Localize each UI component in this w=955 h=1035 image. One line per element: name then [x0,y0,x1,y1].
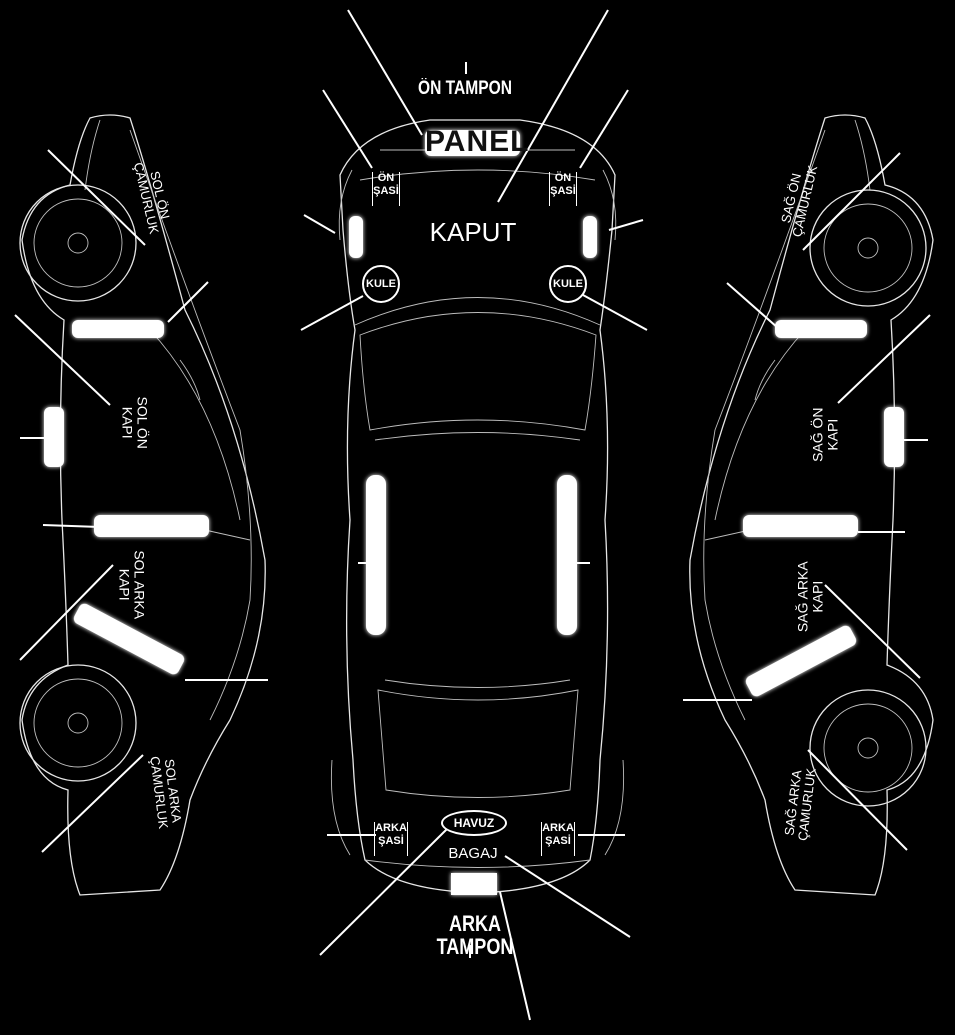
marker-sag-orta-direk [743,515,858,537]
marker-sol-on-ic-direk [72,320,164,338]
label-on-sasi-right: ÖN ŞASİ [549,172,577,206]
label-kaput: KAPUT [429,217,517,247]
car-left-side-view [19,114,266,896]
marker-left-rocker-top [366,475,386,635]
arka-tampon-marker [451,873,497,895]
label-kule-right: KULE [549,265,587,303]
marker-right-rocker-top [557,475,577,635]
marker-sag-on-ic-direk [775,320,867,338]
label-sag-arka-kapi: SAĞ ARKA KAPI [794,561,825,633]
marker-sag-arka-marspiyel [745,625,857,697]
label-arka-sasi-left: ARKA ŞASİ [374,822,408,856]
label-on-sasi-left: ÖN ŞASİ [372,172,400,206]
label-bagaj: BAGAJ [448,845,498,862]
label-arka-sasi-right: ARKA ŞASİ [541,822,575,856]
label-sol-arka-kapi: SOL ARKA KAPI [117,550,148,620]
label-havuz: HAVUZ [441,810,507,836]
label-on-tampon: ÖN TAMPON [417,78,513,99]
marker-sol-orta-direk [94,515,209,537]
label-sol-on-kapi: SOL ÖN KAPI [120,396,151,449]
damage-markers [44,130,904,697]
marker-panel [425,130,520,156]
label-sag-on-kapi: SAĞ ÖN KAPI [809,407,840,462]
label-kule-left: KULE [362,265,400,303]
label-arka-tampon: ARKA TAMPON [436,911,514,960]
leader-lines [14,9,931,1021]
marker-sol-arka-marspiyel [73,603,185,675]
marker-sol-marspiyel [44,407,64,467]
label-panel: PANEL [425,125,530,158]
marker-left-chassis-front [349,216,363,258]
marker-sag-marspiyel [884,407,904,467]
marker-right-chassis-front [583,216,597,258]
